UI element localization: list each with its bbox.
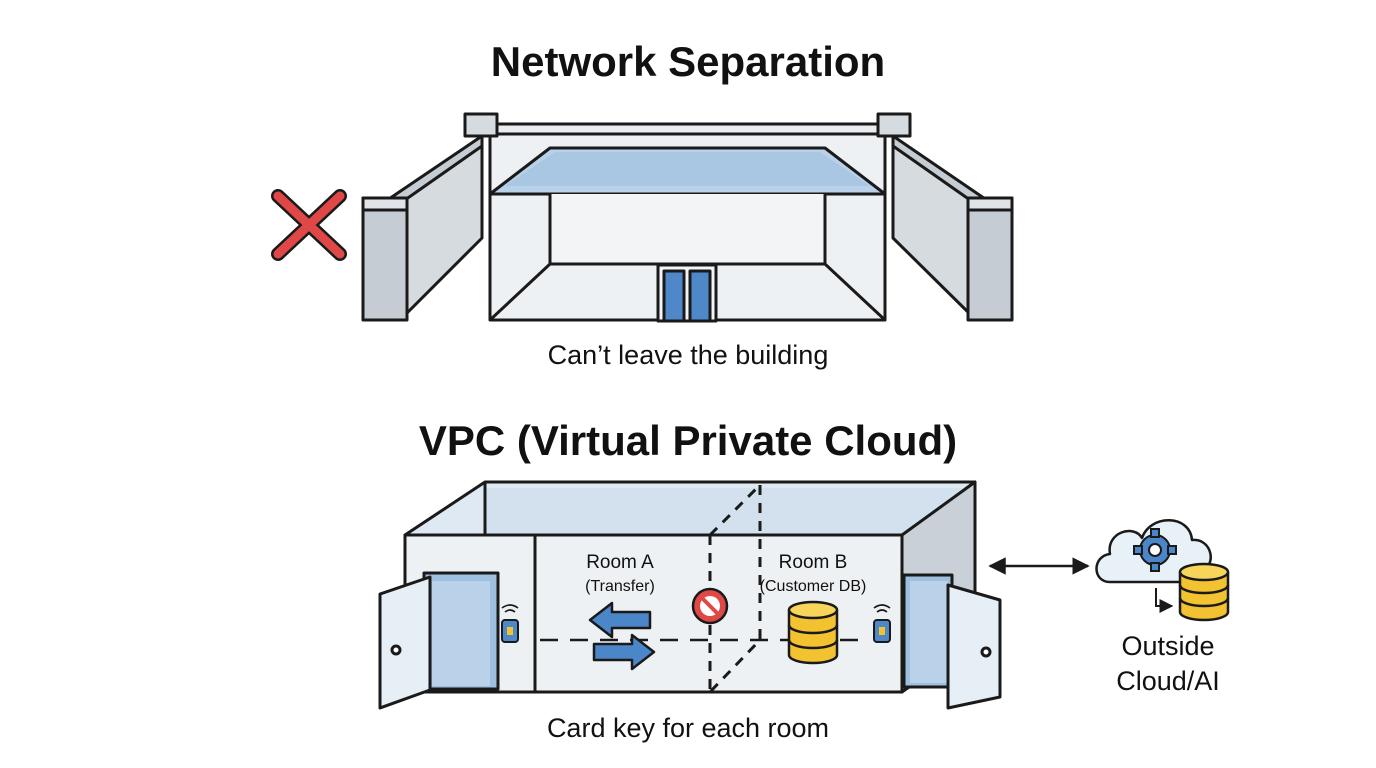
cloud-gear-icon — [1095, 519, 1230, 622]
database-icon — [1178, 562, 1230, 622]
vpc-title: VPC (Virtual Private Cloud) — [419, 417, 957, 464]
outside-label-line2: Cloud/AI — [1116, 666, 1220, 696]
left-door — [378, 571, 500, 710]
network-separation-caption: Can’t leave the building — [548, 340, 829, 370]
no-entry-icon — [691, 587, 729, 625]
walled-building — [361, 112, 1014, 323]
room-a-name: Room A — [586, 552, 654, 573]
card-reader-icon — [873, 604, 891, 643]
database-icon — [787, 600, 839, 665]
left-post-front — [361, 196, 409, 322]
left-post-back — [463, 112, 499, 138]
outside-label-line1: Outside — [1121, 631, 1214, 661]
room-b-role: (Customer DB) — [760, 578, 867, 595]
right-post-back — [876, 112, 912, 138]
vpc-caption: Card key for each room — [547, 713, 829, 743]
right-post-front — [966, 196, 1014, 322]
room-b-name: Room B — [779, 552, 848, 573]
swap-arrows-icon — [588, 601, 656, 671]
network-separation-title: Network Separation — [491, 38, 885, 85]
card-reader-icon — [501, 604, 519, 643]
room-a-role: (Transfer) — [585, 578, 655, 595]
red-x-icon — [271, 189, 347, 261]
right-door — [902, 573, 1002, 710]
gear-icon — [1133, 528, 1177, 572]
